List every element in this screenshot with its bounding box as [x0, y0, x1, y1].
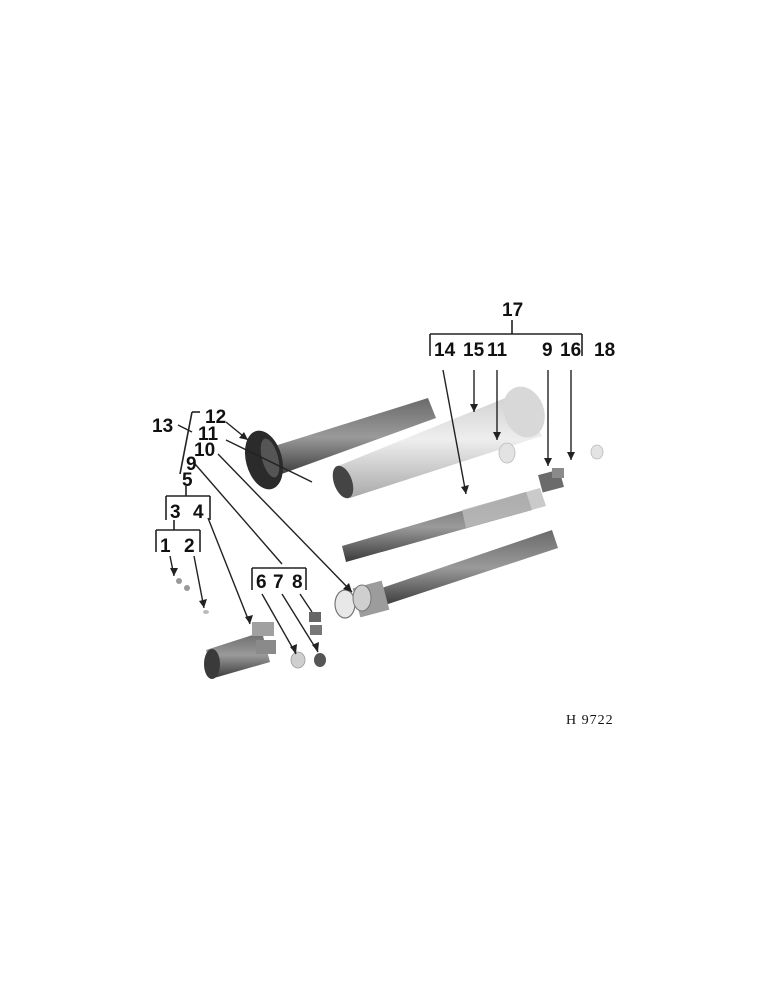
callout-15: 15 — [463, 340, 485, 361]
callout-11-top: 11 — [487, 340, 508, 361]
leader-lines — [155, 320, 583, 655]
inner-shield-tube — [332, 386, 545, 499]
callout-6: 6 — [256, 572, 267, 593]
bearing-parts — [498, 442, 604, 493]
callout-1: 1 — [160, 536, 171, 557]
callout-4: 4 — [193, 502, 204, 523]
callout-9-top: 9 — [542, 340, 553, 361]
figure-reference: H 9722 — [566, 713, 614, 728]
callout-10: 10 — [194, 440, 215, 461]
yoke — [204, 622, 276, 679]
callout-17: 17 — [502, 300, 523, 321]
callout-18: 18 — [594, 340, 615, 361]
callout-14: 14 — [434, 340, 456, 361]
callout-8: 8 — [292, 572, 303, 593]
arrow-heads — [170, 404, 575, 654]
callout-5: 5 — [182, 470, 193, 491]
callout-3: 3 — [170, 502, 181, 523]
cross-bearing-parts — [176, 578, 326, 669]
outer-shaft-with-yoke — [334, 530, 558, 619]
callout-2: 2 — [184, 536, 195, 557]
callout-11: 11 — [198, 424, 219, 445]
outer-shield-tube — [244, 398, 436, 490]
callout-13: 13 — [152, 416, 173, 437]
callout-7: 7 — [273, 572, 284, 593]
callout-16: 16 — [560, 340, 581, 361]
callout-12: 12 — [205, 407, 226, 428]
callout-9: 9 — [186, 454, 197, 475]
inner-shaft — [342, 488, 546, 562]
